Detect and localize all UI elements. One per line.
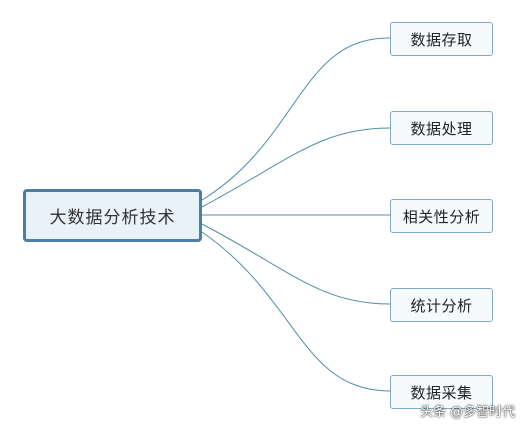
branch-node-statistical-analysis: 统计分析	[390, 288, 493, 322]
central-node-big-data-analytics: 大数据分析技术	[23, 189, 202, 242]
branch-node-data-access: 数据存取	[390, 22, 493, 56]
branch-node-data-processing: 数据处理	[390, 111, 493, 145]
connector-to-data-access	[201, 37, 391, 201]
branch-node-data-collection: 数据采集	[390, 375, 493, 409]
connector-to-statistical-analysis	[201, 223, 391, 305]
watermark-text: 头条 @多智时代	[420, 405, 516, 420]
connector-to-data-processing	[201, 127, 391, 208]
connector-to-data-collection	[201, 231, 391, 392]
branch-node-correlation-analysis: 相关性分析	[390, 199, 493, 233]
